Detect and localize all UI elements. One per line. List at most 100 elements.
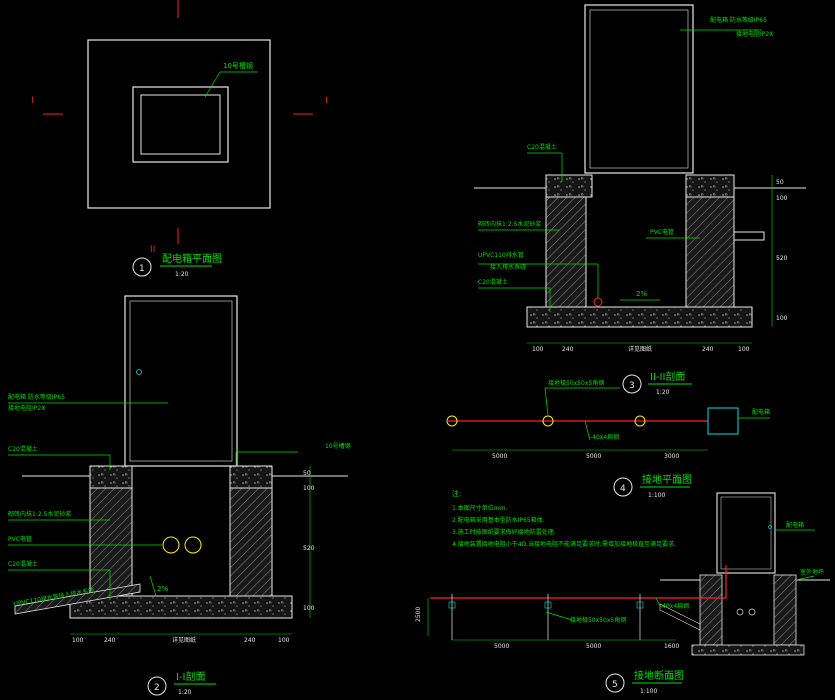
- s2-label-c20-base: C20混凝土: [478, 278, 508, 286]
- notes-block: 注: 1.本图尺寸单位mm. 2.配电箱采用基本型防水IP65箱体. 3.施工时…: [452, 489, 676, 548]
- plan-leader-steel: [204, 71, 221, 98]
- s2-dim-b-4: 100: [738, 346, 750, 353]
- s2-title-circle: [622, 374, 642, 394]
- view-section-2: 2% 配电箱 防水等级IP65 接地电阻IP2X C20混凝土 砌砖内抹1:2.…: [474, 4, 806, 396]
- gs-leader-ground: [795, 575, 815, 581]
- gp-dim-1: 5000: [586, 453, 601, 460]
- s2-cabinet-inner: [589, 9, 689, 169]
- s2-pvc-pipe: [733, 231, 765, 241]
- s2-label-pipe: UPVC110排水管: [478, 251, 524, 259]
- s1-wall-right: [229, 487, 273, 597]
- s1-label-c20-base: C20混凝土: [8, 560, 38, 568]
- gs-cabinet: [716, 492, 776, 574]
- s1-title: I-I剖面: [176, 670, 206, 683]
- s1-label-wall: 砌砖内抹1:2.5水泥砂浆: [8, 510, 71, 518]
- s1-wall-left: [89, 487, 133, 597]
- s2-wall-left: [545, 196, 587, 308]
- s2-cabinet: [584, 4, 694, 174]
- gp-label-flat: -40x4扁钢: [590, 433, 619, 441]
- s1-dim-r-1: 100: [303, 485, 315, 492]
- s1-label-box2: 接地电阻IP2X: [8, 404, 45, 412]
- gs-label-rod: 接地极50x50x5角钢: [570, 616, 626, 624]
- plan-title: 配电箱平面图: [162, 252, 222, 265]
- plan-outer-base: [87, 39, 271, 209]
- s1-cap-left: [89, 465, 133, 489]
- s2-dim-b-3: 240: [702, 346, 714, 353]
- view-plan: 10号槽钢 I I II 1 配电箱平面图 1:20: [31, 0, 328, 278]
- note-1: 1.本图尺寸单位mm.: [452, 504, 507, 512]
- s2-label-box: 配电箱 防水等级IP65: [710, 16, 767, 24]
- s1-cabinet: [124, 295, 238, 467]
- gs-dim-depth: 2500: [415, 607, 422, 622]
- s1-scale: 1:20: [178, 689, 192, 696]
- gp-leader-rod: [544, 387, 549, 417]
- gs-base: [691, 644, 805, 656]
- view-ground-plan: 配电箱 接地极50x50x5角钢 -40x4扁钢 5000 5000 3000 …: [446, 379, 770, 499]
- gs-rod-top-1: [448, 601, 456, 609]
- s1-drain-pipe: [14, 583, 141, 615]
- gs-drain-pipe: [659, 603, 701, 631]
- s1-cap-right: [229, 465, 273, 489]
- gp-rod-3: [634, 415, 646, 427]
- s2-base: [526, 306, 753, 328]
- s2-drain: [593, 297, 603, 307]
- s2-label-pipe2: 接入排水系统: [490, 263, 526, 271]
- plan-steel-frame-inner: [140, 94, 221, 155]
- cut-mark-top: II: [150, 245, 155, 255]
- s1-label-c20-top: C20混凝土: [8, 445, 38, 453]
- gp-title-circle: [613, 477, 633, 497]
- gp-scale: 1:100: [648, 492, 665, 499]
- gs-dim-1: 5000: [586, 643, 601, 650]
- s2-dim-r-3: 100: [776, 315, 788, 322]
- gs-wall-left: [699, 574, 723, 646]
- gs-title-circle: [605, 673, 625, 693]
- s1-base: [69, 595, 293, 619]
- s2-label-box2: 接地电阻IP2X: [736, 30, 773, 38]
- s1-dim-b-2: 详见图纸: [172, 636, 196, 644]
- s2-wall-right: [685, 196, 735, 308]
- cut-mark-right: I: [325, 96, 328, 106]
- s2-title: II-II剖面: [650, 370, 685, 383]
- note-2: 2.配电箱采用基本型防水IP65箱体.: [452, 516, 545, 524]
- gs-leader-flat: [655, 597, 661, 607]
- s1-pvc-conduit-2: [184, 536, 202, 554]
- s1-label-box: 配电箱 防水等级IP65: [8, 393, 65, 401]
- gs-leader-rod: [545, 611, 573, 621]
- s1-pvc-conduit-1: [162, 536, 180, 554]
- s1-dim-b-0: 100: [72, 637, 84, 644]
- gs-label-ground: 室外地坪: [800, 568, 824, 576]
- gp-leader-flat: [584, 420, 591, 441]
- s1-label-pvc: PVC电管: [8, 535, 32, 543]
- s1-door-handle: [136, 369, 142, 375]
- gp-dim-2: 3000: [664, 453, 679, 460]
- s1-dim-b-1: 240: [104, 637, 116, 644]
- gp-label-rod: 接地极50x50x5角钢: [548, 379, 604, 387]
- gs-title: 接地断面图: [634, 669, 684, 682]
- note-3: 3.施工时按图纸要求做好接地防雷处理.: [452, 528, 556, 536]
- s2-dim-r-2: 520: [776, 255, 788, 262]
- s1-cabinet-inner: [129, 300, 233, 462]
- gs-door-handle: [768, 525, 772, 529]
- notes-heading: 注:: [452, 489, 461, 498]
- s2-slope: 2%: [636, 290, 647, 298]
- gs-rod-top-2: [544, 601, 552, 609]
- gp-title: 接地平面图: [642, 473, 692, 486]
- gs-dim-0: 5000: [494, 643, 509, 650]
- gs-rod-top-3: [636, 601, 644, 609]
- s1-number: 2: [154, 683, 160, 693]
- gs-wall-right: [773, 574, 797, 646]
- s2-label-wall: 砌砖内抹1:2.5水泥砂浆: [478, 220, 541, 228]
- view-section-1: 2% 配电箱 防水等级IP65 接地电阻IP2X C20混凝土 10号槽钢 砌砖…: [8, 295, 351, 696]
- s1-slope: 2%: [157, 585, 168, 593]
- gs-dim-2: 1600: [664, 643, 679, 650]
- gp-label-box: 配电箱: [752, 408, 770, 416]
- gs-label-flat: -40x4扁钢: [660, 602, 689, 610]
- plan-label-steel: 10号槽钢: [223, 61, 253, 70]
- gs-flat-bar: [430, 565, 727, 599]
- s2-number: 3: [629, 381, 635, 391]
- s2-scale: 1:20: [656, 389, 670, 396]
- s1-label-steel: 10号槽钢: [325, 442, 351, 450]
- view-ground-section: 接地极50x50x5角钢 -40x4扁钢 配电箱 室外地坪 2500 5000 …: [415, 492, 830, 695]
- s2-dim-b-0: 100: [532, 346, 544, 353]
- s1-title-circle: [147, 676, 167, 696]
